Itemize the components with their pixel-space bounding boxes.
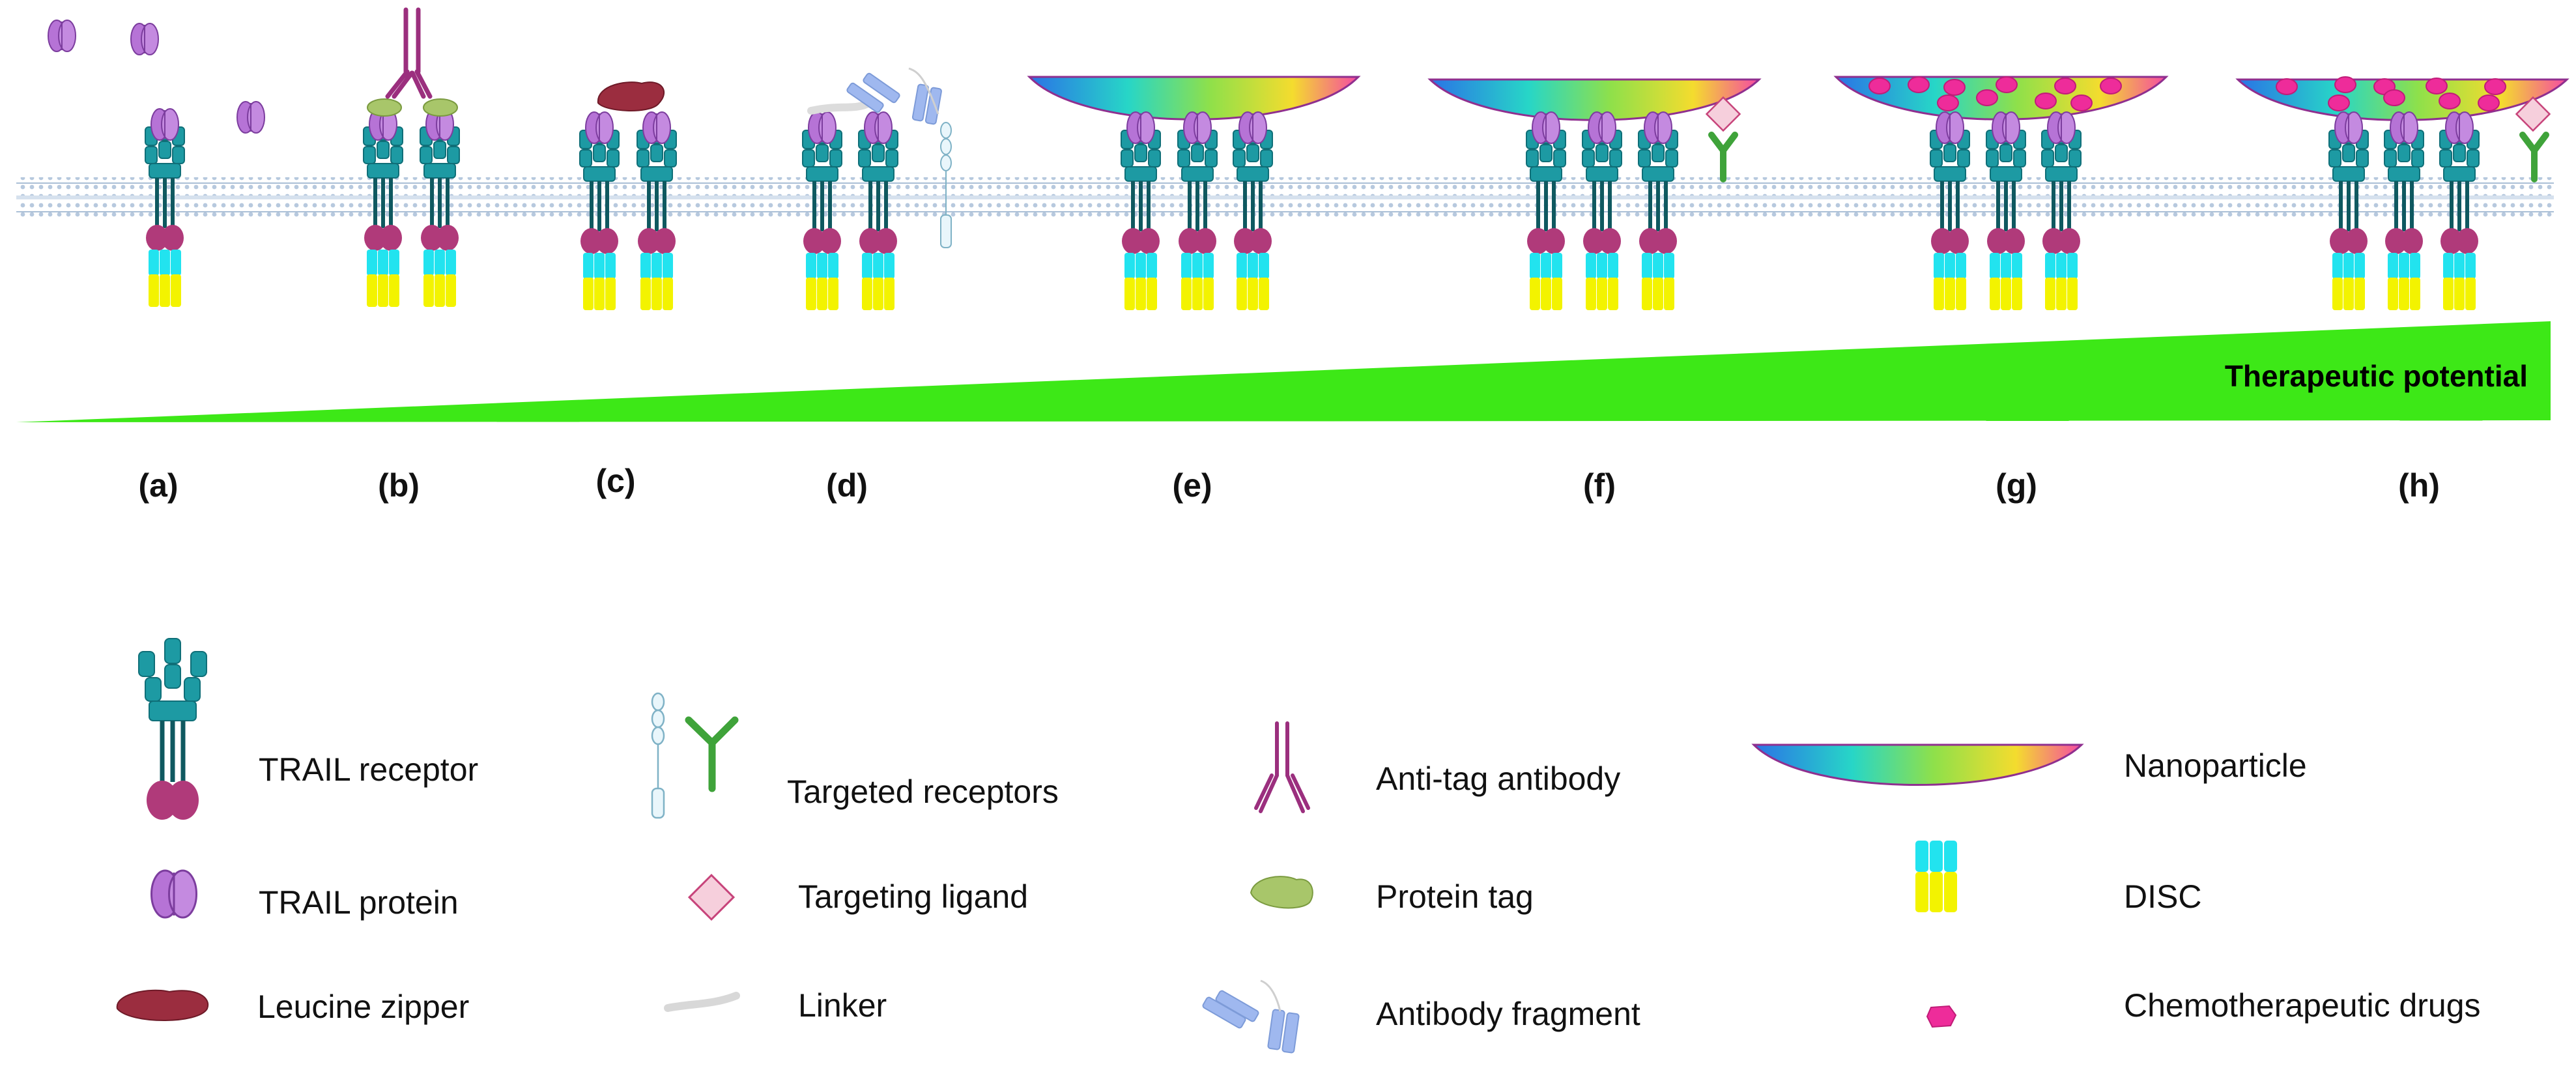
panel-g-illustration xyxy=(1833,76,2169,310)
therapeutic-potential-label: Therapeutic potential xyxy=(2225,359,2528,393)
legend-protein-tag: Protein tag xyxy=(1250,876,1534,915)
legend-chemo-drugs-label: Chemotherapeutic drugs xyxy=(2124,987,2481,1024)
panel-label-a: (a) xyxy=(138,467,178,504)
panel-label-e: (e) xyxy=(1172,467,1212,504)
legend-disc: DISC xyxy=(1915,841,2201,915)
panel-d-illustration xyxy=(803,67,952,310)
legend-trail-receptor: TRAIL receptor xyxy=(138,638,478,820)
legend-nanoparticle-label: Nanoparticle xyxy=(2124,747,2307,784)
trail-receptor-icon xyxy=(138,638,207,820)
protein-tag-icon xyxy=(1250,876,1313,909)
legend-linker: Linker xyxy=(664,987,887,1024)
legend-chemo-drugs: Chemotherapeutic drugs xyxy=(1926,987,2481,1028)
linker-icon xyxy=(664,992,740,1012)
legend: TRAIL receptor TRAIL protein Leucine zip… xyxy=(116,638,2481,1054)
antibody-fragment-icon xyxy=(1202,990,1300,1054)
panel-e-illustration xyxy=(1027,76,1361,310)
legend-trail-receptor-label: TRAIL receptor xyxy=(259,751,478,788)
panel-c-illustration xyxy=(580,81,676,310)
legend-targeted-receptors: Targeted receptors xyxy=(651,692,1059,819)
legend-targeting-ligand: Targeting ligand xyxy=(687,873,1028,921)
trail-protein-icon xyxy=(150,869,197,919)
panel-label-c: (c) xyxy=(595,463,635,499)
panel-label-f: (f) xyxy=(1583,467,1616,504)
panel-a-illustration xyxy=(48,20,265,307)
legend-nanoparticle: Nanoparticle xyxy=(1751,743,2307,786)
panel-label-h: (h) xyxy=(2398,467,2440,504)
legend-targeted-receptors-label: Targeted receptors xyxy=(787,773,1059,810)
legend-antibody-fragment: Antibody fragment xyxy=(1202,979,1640,1054)
therapeutic-potential-wedge: Therapeutic potential xyxy=(16,321,2551,422)
cell-membrane xyxy=(16,177,2554,218)
panel-f-illustration xyxy=(1427,78,1762,310)
legend-linker-label: Linker xyxy=(798,987,887,1024)
panel-label-b: (b) xyxy=(378,467,420,504)
targeted-receptors-icon xyxy=(651,692,739,819)
legend-anti-tag-antibody-label: Anti-tag antibody xyxy=(1376,760,1620,797)
legend-anti-tag-antibody: Anti-tag antibody xyxy=(1254,721,1620,813)
panel-label-g: (g) xyxy=(1996,467,2037,504)
panel-label-d: (d) xyxy=(826,467,868,504)
legend-leucine-zipper: Leucine zipper xyxy=(116,989,469,1025)
legend-targeting-ligand-label: Targeting ligand xyxy=(798,878,1028,915)
legend-disc-label: DISC xyxy=(2124,878,2201,915)
legend-antibody-fragment-label: Antibody fragment xyxy=(1376,996,1640,1032)
panel-b-illustration xyxy=(364,7,459,307)
targeting-ligand-icon xyxy=(687,873,736,921)
panel-h-illustration xyxy=(2235,76,2569,310)
legend-trail-protein-label: TRAIL protein xyxy=(259,884,459,921)
legend-trail-protein: TRAIL protein xyxy=(150,869,459,921)
anti-tag-antibody-icon xyxy=(1254,721,1310,813)
legend-protein-tag-label: Protein tag xyxy=(1376,878,1534,915)
leucine-zipper-icon xyxy=(116,989,209,1021)
legend-leucine-zipper-label: Leucine zipper xyxy=(257,989,469,1025)
disc-icon xyxy=(1915,841,1957,912)
chemo-drug-icon xyxy=(1926,1005,1957,1028)
nanoparticle-icon xyxy=(1751,743,2084,786)
panel-labels: (a) (b) (c) (d) (e) (f) (g) (h) xyxy=(138,463,2439,504)
